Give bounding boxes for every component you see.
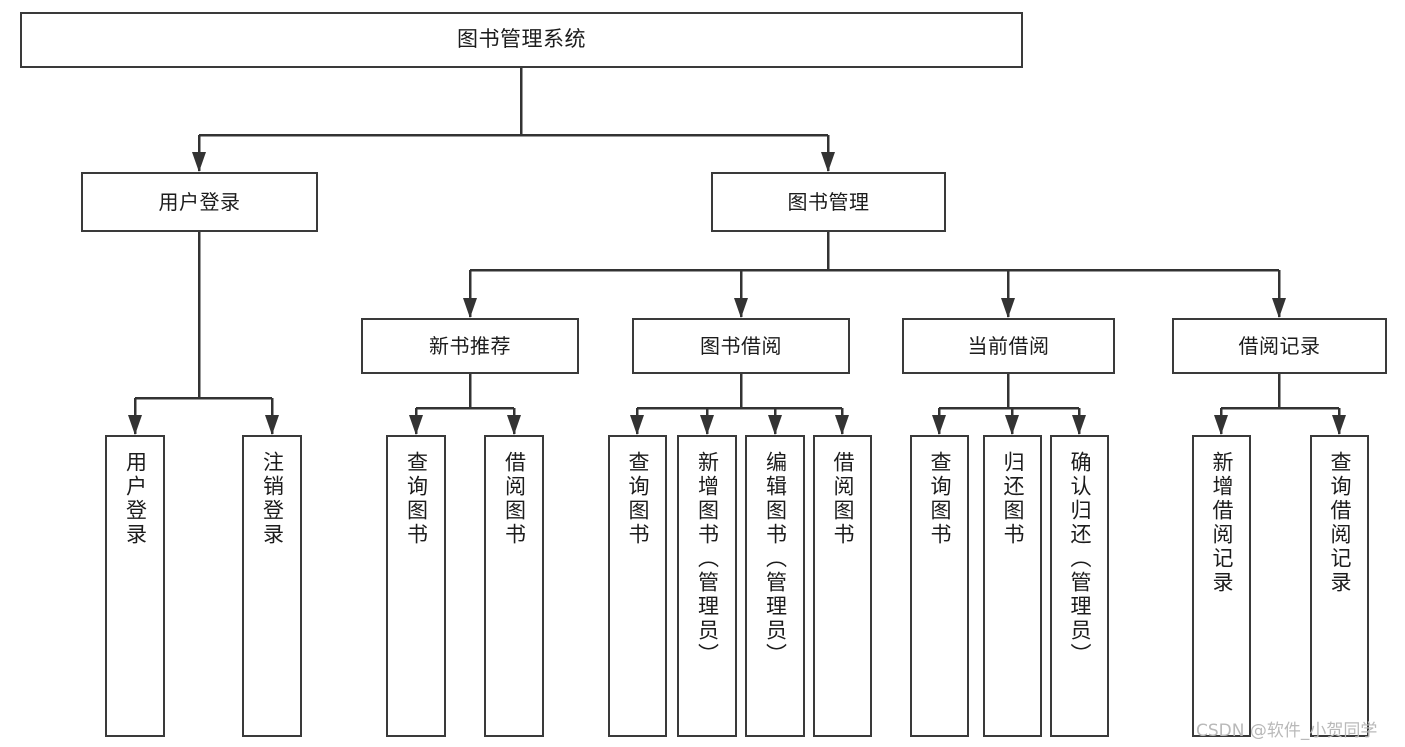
leaf-user-login[interactable]: 用户登录	[105, 435, 165, 737]
watermark: CSDN @软件_小贺同学	[1196, 721, 1378, 741]
leaf-borrow-book-2-label: 借阅图书	[831, 451, 855, 547]
node-new-book-recommend-label: 新书推荐	[429, 333, 511, 358]
leaf-query-book-2-label: 查询图书	[626, 451, 650, 547]
node-book-manage[interactable]: 图书管理	[711, 172, 946, 232]
node-current-borrow[interactable]: 当前借阅	[902, 318, 1115, 374]
leaf-borrow-book-2[interactable]: 借阅图书	[813, 435, 872, 737]
leaf-confirm-return[interactable]: 确认归还（管理员）	[1050, 435, 1109, 737]
leaf-query-book-2[interactable]: 查询图书	[608, 435, 667, 737]
leaf-borrow-book-1[interactable]: 借阅图书	[484, 435, 544, 737]
node-borrow-record-label: 借阅记录	[1238, 333, 1321, 358]
leaf-query-record-label: 查询借阅记录	[1328, 451, 1352, 595]
node-root-label: 图书管理系统	[457, 27, 586, 52]
leaf-return-book[interactable]: 归还图书	[983, 435, 1042, 737]
leaf-add-record-label: 新增借阅记录	[1210, 451, 1234, 595]
leaf-add-book-label: 新增图书（管理员）	[695, 451, 720, 667]
node-borrow-record[interactable]: 借阅记录	[1172, 318, 1387, 374]
leaf-logout-label: 注销登录	[260, 451, 285, 547]
node-book-borrow-label: 图书借阅	[700, 333, 782, 358]
node-book-manage-label: 图书管理	[787, 189, 870, 214]
node-new-book-recommend[interactable]: 新书推荐	[361, 318, 579, 374]
leaf-edit-book-label: 编辑图书（管理员）	[763, 451, 788, 667]
leaf-add-record[interactable]: 新增借阅记录	[1192, 435, 1251, 737]
leaf-edit-book[interactable]: 编辑图书（管理员）	[745, 435, 805, 737]
leaf-return-book-label: 归还图书	[1001, 451, 1025, 547]
node-current-borrow-label: 当前借阅	[967, 333, 1050, 358]
node-user-login-label: 用户登录	[158, 189, 241, 214]
node-book-borrow[interactable]: 图书借阅	[632, 318, 850, 374]
leaf-query-book-1[interactable]: 查询图书	[386, 435, 446, 737]
leaf-query-record[interactable]: 查询借阅记录	[1310, 435, 1369, 737]
leaf-confirm-return-label: 确认归还（管理员）	[1068, 451, 1092, 667]
leaf-user-login-label: 用户登录	[123, 451, 148, 547]
node-user-login[interactable]: 用户登录	[81, 172, 318, 232]
leaf-add-book[interactable]: 新增图书（管理员）	[677, 435, 737, 737]
leaf-query-book-1-label: 查询图书	[404, 451, 429, 547]
node-root[interactable]: 图书管理系统	[20, 12, 1023, 68]
leaf-query-book-3-label: 查询图书	[928, 451, 952, 547]
leaf-logout[interactable]: 注销登录	[242, 435, 302, 737]
leaf-query-book-3[interactable]: 查询图书	[910, 435, 969, 737]
leaf-borrow-book-1-label: 借阅图书	[502, 451, 527, 547]
